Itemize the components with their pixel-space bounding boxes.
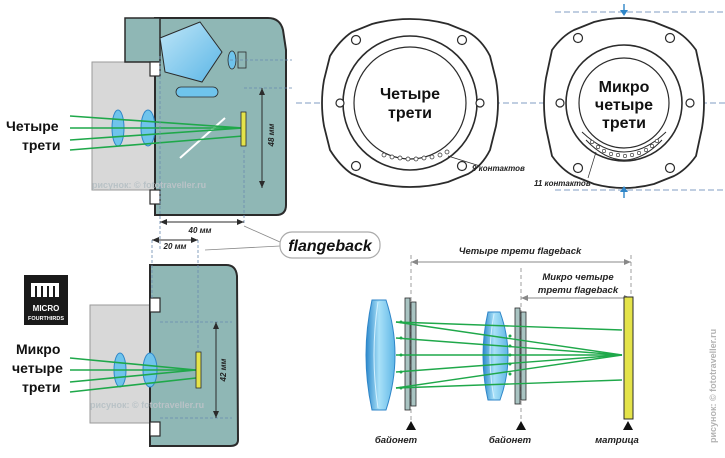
ft-flangeback-label: Четыре трети flageback bbox=[459, 246, 582, 257]
ft-sensor bbox=[240, 111, 247, 147]
ft-light-rays bbox=[69, 115, 244, 151]
watermark-top: рисунок: © fototraveller.ru bbox=[92, 180, 206, 190]
four-thirds-mount: Четыре трети 9 контактов bbox=[321, 18, 525, 188]
flangeback-label: flangeback bbox=[288, 238, 373, 255]
dim-20mm-label: 20 мм bbox=[163, 242, 187, 251]
comparison-sensor bbox=[623, 296, 634, 420]
mft-logo-line2: FOURTHIRDS bbox=[28, 316, 64, 322]
micro-label-line3: трети bbox=[22, 379, 60, 395]
mft-camera-body bbox=[149, 264, 240, 447]
sensor-marker bbox=[623, 421, 633, 430]
four-thirds-label-line2: трети bbox=[22, 137, 60, 153]
bayonet-2-label: байонет bbox=[489, 435, 532, 446]
mft-contacts bbox=[589, 139, 659, 159]
dim-48mm-label: 48 мм bbox=[267, 123, 276, 147]
watermark-bottom: рисунок: © fototraveller.ru bbox=[90, 400, 204, 410]
mft-flangeback-line1: Микро четыре bbox=[542, 272, 614, 283]
ft-pentaprism bbox=[159, 21, 223, 83]
micro-label-line2: четыре bbox=[12, 360, 63, 376]
mft-mount: Микро четыре трети 11 контактов bbox=[534, 4, 705, 198]
mount-ft-line1: Четыре bbox=[380, 86, 440, 103]
mft-flangeback-line2: трети flageback bbox=[538, 285, 619, 296]
flangeback-comparison: Четыре трети flageback Микро четыре трет… bbox=[365, 246, 639, 446]
bayonet-2-marker bbox=[516, 421, 526, 430]
four-thirds-camera: 48 мм bbox=[69, 17, 292, 250]
dim-42mm-label: 42 мм bbox=[219, 358, 228, 382]
mft-sensor bbox=[195, 351, 202, 389]
mft-logo-line1: MICRO bbox=[33, 304, 60, 313]
mft-logo: MICRO FOURTHIRDS bbox=[24, 275, 68, 325]
mount-ft-line2: трети bbox=[388, 105, 432, 122]
ft-lens-element bbox=[365, 299, 396, 411]
mft-camera: 42 мм bbox=[69, 240, 240, 447]
mount-mft-line1: Микро bbox=[599, 79, 650, 96]
mft-light-rays bbox=[69, 357, 197, 393]
mount-mft-line3: трети bbox=[602, 115, 646, 132]
contacts-ft-label: 9 контактов bbox=[472, 164, 525, 173]
four-thirds-label-line1: Четыре bbox=[6, 118, 59, 134]
mount-guide-lines bbox=[296, 11, 725, 191]
flangeback-callout: flangeback bbox=[204, 225, 381, 259]
mft-lens-element bbox=[482, 311, 509, 401]
ft-contacts bbox=[381, 149, 450, 162]
bayonet-1-marker bbox=[406, 421, 416, 430]
sensor-label: матрица bbox=[595, 435, 639, 446]
bayonet-1-label: байонет bbox=[375, 435, 418, 446]
contacts-mft-label: 11 контактов bbox=[534, 179, 591, 188]
dim-40mm-label: 40 мм bbox=[188, 226, 212, 235]
watermark-side: рисунок: © fototraveller.ru bbox=[708, 329, 718, 443]
mount-mft-line2: четыре bbox=[595, 97, 653, 114]
micro-label-line1: Микро bbox=[16, 341, 60, 357]
